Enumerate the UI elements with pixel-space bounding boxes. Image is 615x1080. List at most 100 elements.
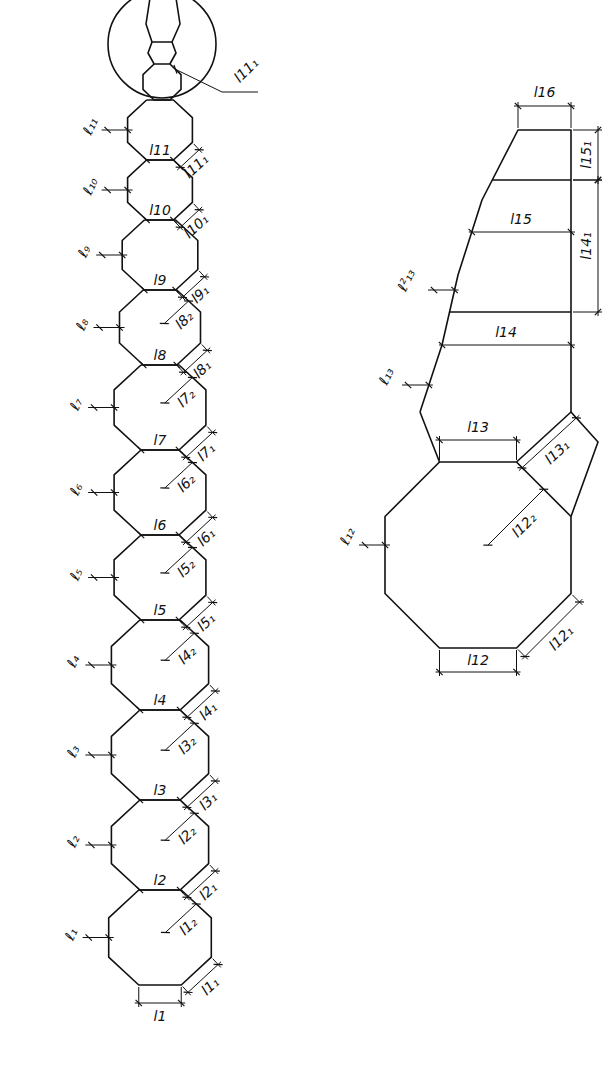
dimension-line <box>519 415 579 470</box>
dimension-tick <box>200 276 209 278</box>
dimension-label: l2 <box>153 873 168 887</box>
dimension-label: l15 <box>509 212 533 226</box>
dimension-label: l7₁ <box>194 440 218 464</box>
dimension-tick <box>188 547 197 549</box>
octagon-section <box>114 365 206 450</box>
dimension-label: l1 <box>153 1009 168 1023</box>
dimension-label: ℓ₁₁ <box>79 114 100 137</box>
dimension-tick <box>106 934 112 940</box>
dimension-label: l1₂ <box>176 914 200 938</box>
dimension-tick <box>108 842 114 848</box>
dimension-tick <box>108 662 114 668</box>
dimension-line <box>439 345 575 346</box>
dimension-label: l6₂ <box>174 471 198 495</box>
dimension-label: l10 <box>148 203 172 217</box>
dimension-tick <box>96 324 102 330</box>
dimension-label: l6 <box>153 518 168 532</box>
extension-line <box>572 595 582 605</box>
dimension-label: l3 <box>153 783 168 797</box>
dimension-label: l4₁ <box>196 699 220 723</box>
extension-line <box>518 649 528 659</box>
dimension-tick <box>436 437 442 443</box>
dimension-tick <box>208 517 217 519</box>
dimension-tick <box>469 229 475 235</box>
dimension-tick <box>91 404 97 410</box>
dimension-tick <box>515 103 521 109</box>
dimension-label: ℓ₁₀ <box>79 174 100 197</box>
dimension-tick <box>595 177 601 183</box>
dimension-tick <box>160 402 169 404</box>
dimension-label: l8₁ <box>190 357 214 381</box>
dimension-tick <box>208 432 217 434</box>
dimension-tick <box>161 932 170 934</box>
dimension-tick <box>362 542 368 548</box>
dimension-label: l16 <box>533 85 557 99</box>
dimension-tick <box>116 324 122 330</box>
dimension-tick <box>161 839 170 841</box>
dimension-tick <box>99 252 105 258</box>
dimension-tick <box>104 187 110 193</box>
dimension-tick <box>88 662 94 668</box>
dimension-line <box>598 176 599 316</box>
dimension-tick <box>214 964 223 966</box>
dimension-tick <box>190 632 199 634</box>
dimension-tick <box>190 722 199 724</box>
dimension-line <box>435 440 520 441</box>
dimension-tick <box>513 669 519 675</box>
dimension-label: l15₁ <box>579 140 593 169</box>
dimension-label: l11₁ <box>181 151 212 181</box>
extension-line <box>572 413 579 420</box>
dimension-tick <box>568 103 574 109</box>
tower-outline <box>420 130 571 412</box>
dimension-label: l10₁ <box>181 211 212 241</box>
dimension-tick <box>568 229 574 235</box>
dimension-tick <box>136 1000 142 1006</box>
dimension-label: l7₂ <box>174 386 198 410</box>
dimension-label: l8 <box>153 348 168 362</box>
dimension-tick <box>483 545 492 546</box>
head-neck <box>170 42 176 64</box>
dimension-label: l14 <box>494 325 518 339</box>
octagon-section <box>120 290 201 365</box>
dimension-tick <box>595 309 601 315</box>
hopper-edge <box>517 412 598 516</box>
octagon-section <box>111 620 208 710</box>
dimension-label: l13₁ <box>542 437 573 467</box>
dimension-tick <box>161 659 170 661</box>
dimension-tick <box>111 489 117 495</box>
dimension-tick <box>91 574 97 580</box>
dimension-tick <box>211 870 220 872</box>
dimension-tick <box>160 487 169 489</box>
dimension-tick <box>124 127 130 133</box>
dimension-tick <box>572 417 581 419</box>
dimension-label: l11₁ <box>231 55 262 86</box>
dimension-tick <box>405 382 411 388</box>
dimension-label: l4₂ <box>175 643 199 667</box>
dimension-tick <box>91 489 97 495</box>
dimension-label: l11 <box>148 143 172 157</box>
dimension-label: l9 <box>153 273 168 287</box>
dimension-label: l4 <box>153 693 168 707</box>
dimension-tick <box>195 209 204 211</box>
dimension-tick <box>86 934 92 940</box>
dimension-tick <box>195 149 204 151</box>
dimension-label: l8₂ <box>172 308 196 332</box>
dimension-label: l6₁ <box>194 525 218 549</box>
dimension-line <box>435 672 520 673</box>
dimension-label: ℓ₆ <box>67 479 85 497</box>
head-neck <box>148 42 154 64</box>
dimension-label: ℓ₉ <box>75 242 93 260</box>
octagon-section <box>114 450 206 535</box>
dimension-tick <box>161 749 170 751</box>
dimension-label: ℓ₃ <box>64 742 82 760</box>
dimension-label: l5₂ <box>174 556 198 580</box>
dimension-tick <box>211 690 220 692</box>
dimension-tick <box>211 780 220 782</box>
dimension-line <box>598 126 599 184</box>
octagon-section <box>109 890 212 985</box>
dimension-label: l1₁ <box>198 974 222 998</box>
dimension-tick <box>192 903 201 905</box>
octagon-section <box>128 100 193 160</box>
dimension-label: l3₂ <box>175 733 199 757</box>
dimension-tick <box>517 467 526 469</box>
